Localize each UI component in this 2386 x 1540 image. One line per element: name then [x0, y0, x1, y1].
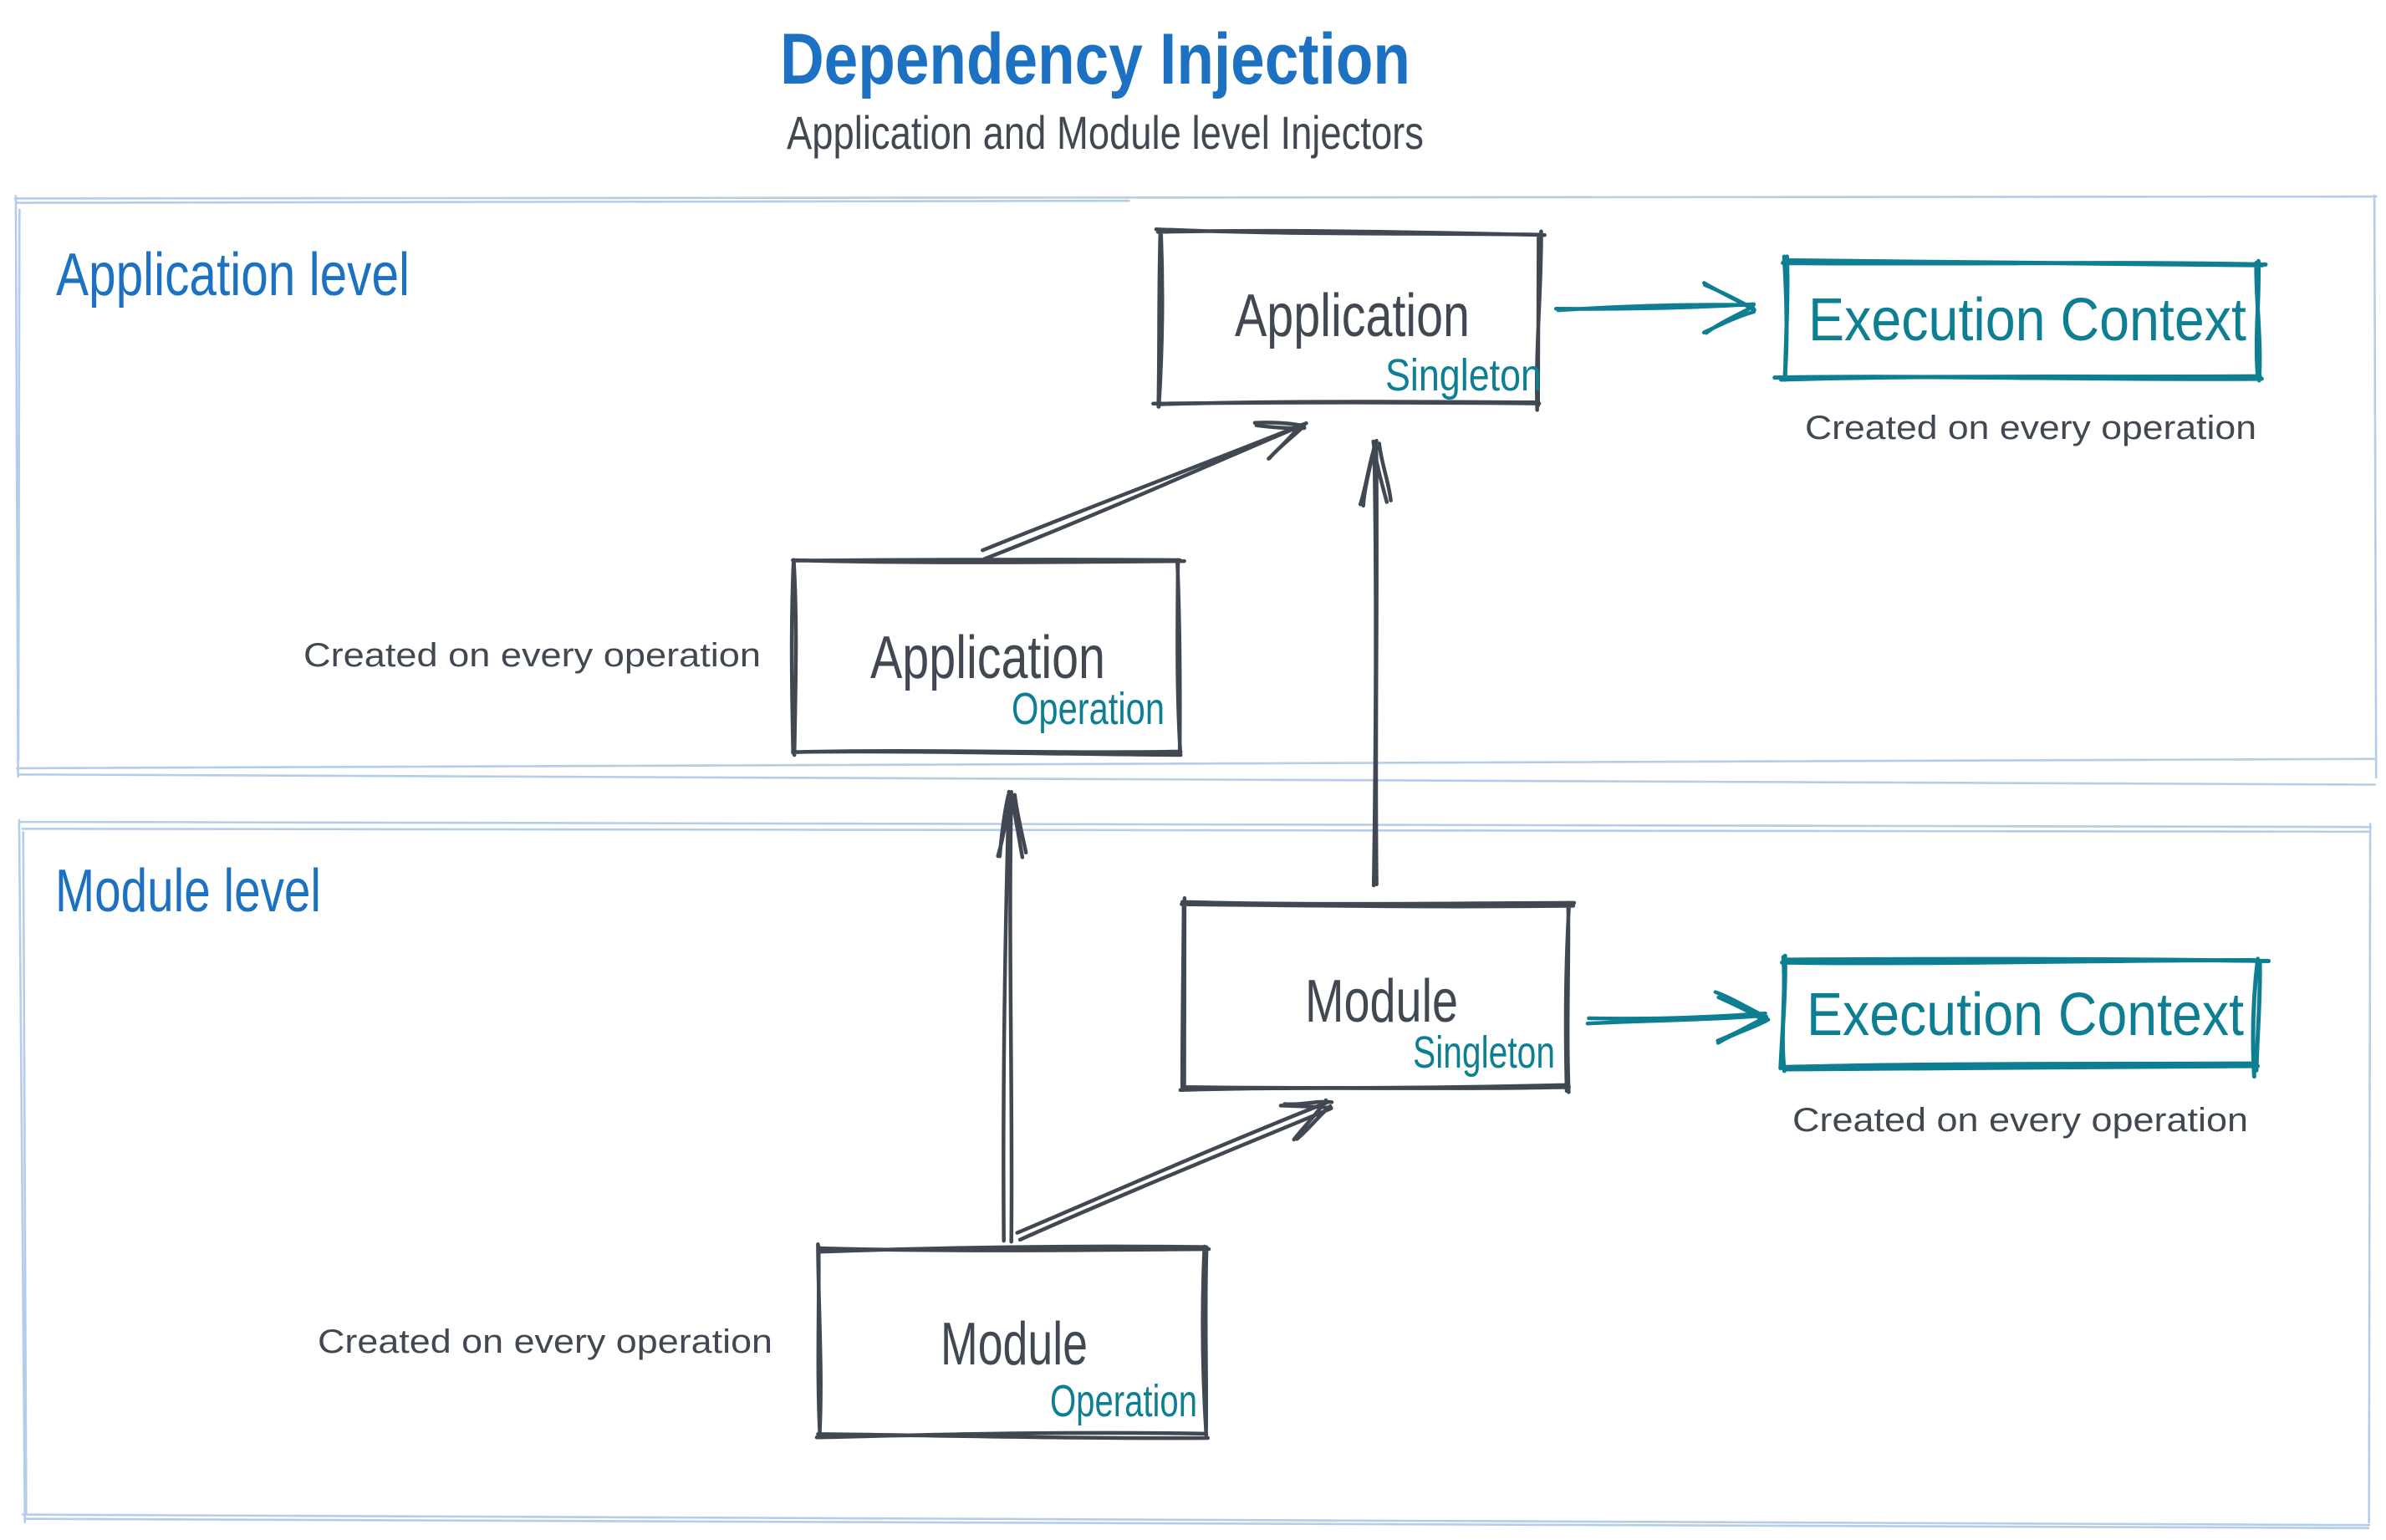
svg-text:Dependency Injection: Dependency Injection [780, 19, 1410, 99]
svg-text:Singleton: Singleton [1385, 350, 1542, 400]
svg-text:Operation: Operation [1012, 684, 1165, 734]
svg-text:Module: Module [941, 1311, 1088, 1378]
svg-text:Singleton: Singleton [1413, 1028, 1555, 1078]
svg-text:Operation: Operation [1050, 1376, 1197, 1426]
svg-text:Execution Context: Execution Context [1807, 982, 2244, 1048]
svg-text:Application and Module level I: Application and Module level Injectors [787, 106, 1424, 159]
svg-text:Created on every operation: Created on every operation [318, 1323, 772, 1360]
svg-text:Execution Context: Execution Context [1808, 287, 2246, 354]
svg-text:Created on every operation: Created on every operation [1805, 410, 2256, 446]
svg-text:Application: Application [1235, 283, 1470, 349]
svg-text:Module level: Module level [55, 858, 321, 925]
svg-text:Application level: Application level [56, 242, 410, 309]
svg-text:Module: Module [1305, 968, 1458, 1035]
svg-text:Created on every operation: Created on every operation [303, 637, 761, 674]
svg-text:Application: Application [870, 625, 1105, 691]
svg-text:Created on every operation: Created on every operation [1792, 1102, 2248, 1139]
